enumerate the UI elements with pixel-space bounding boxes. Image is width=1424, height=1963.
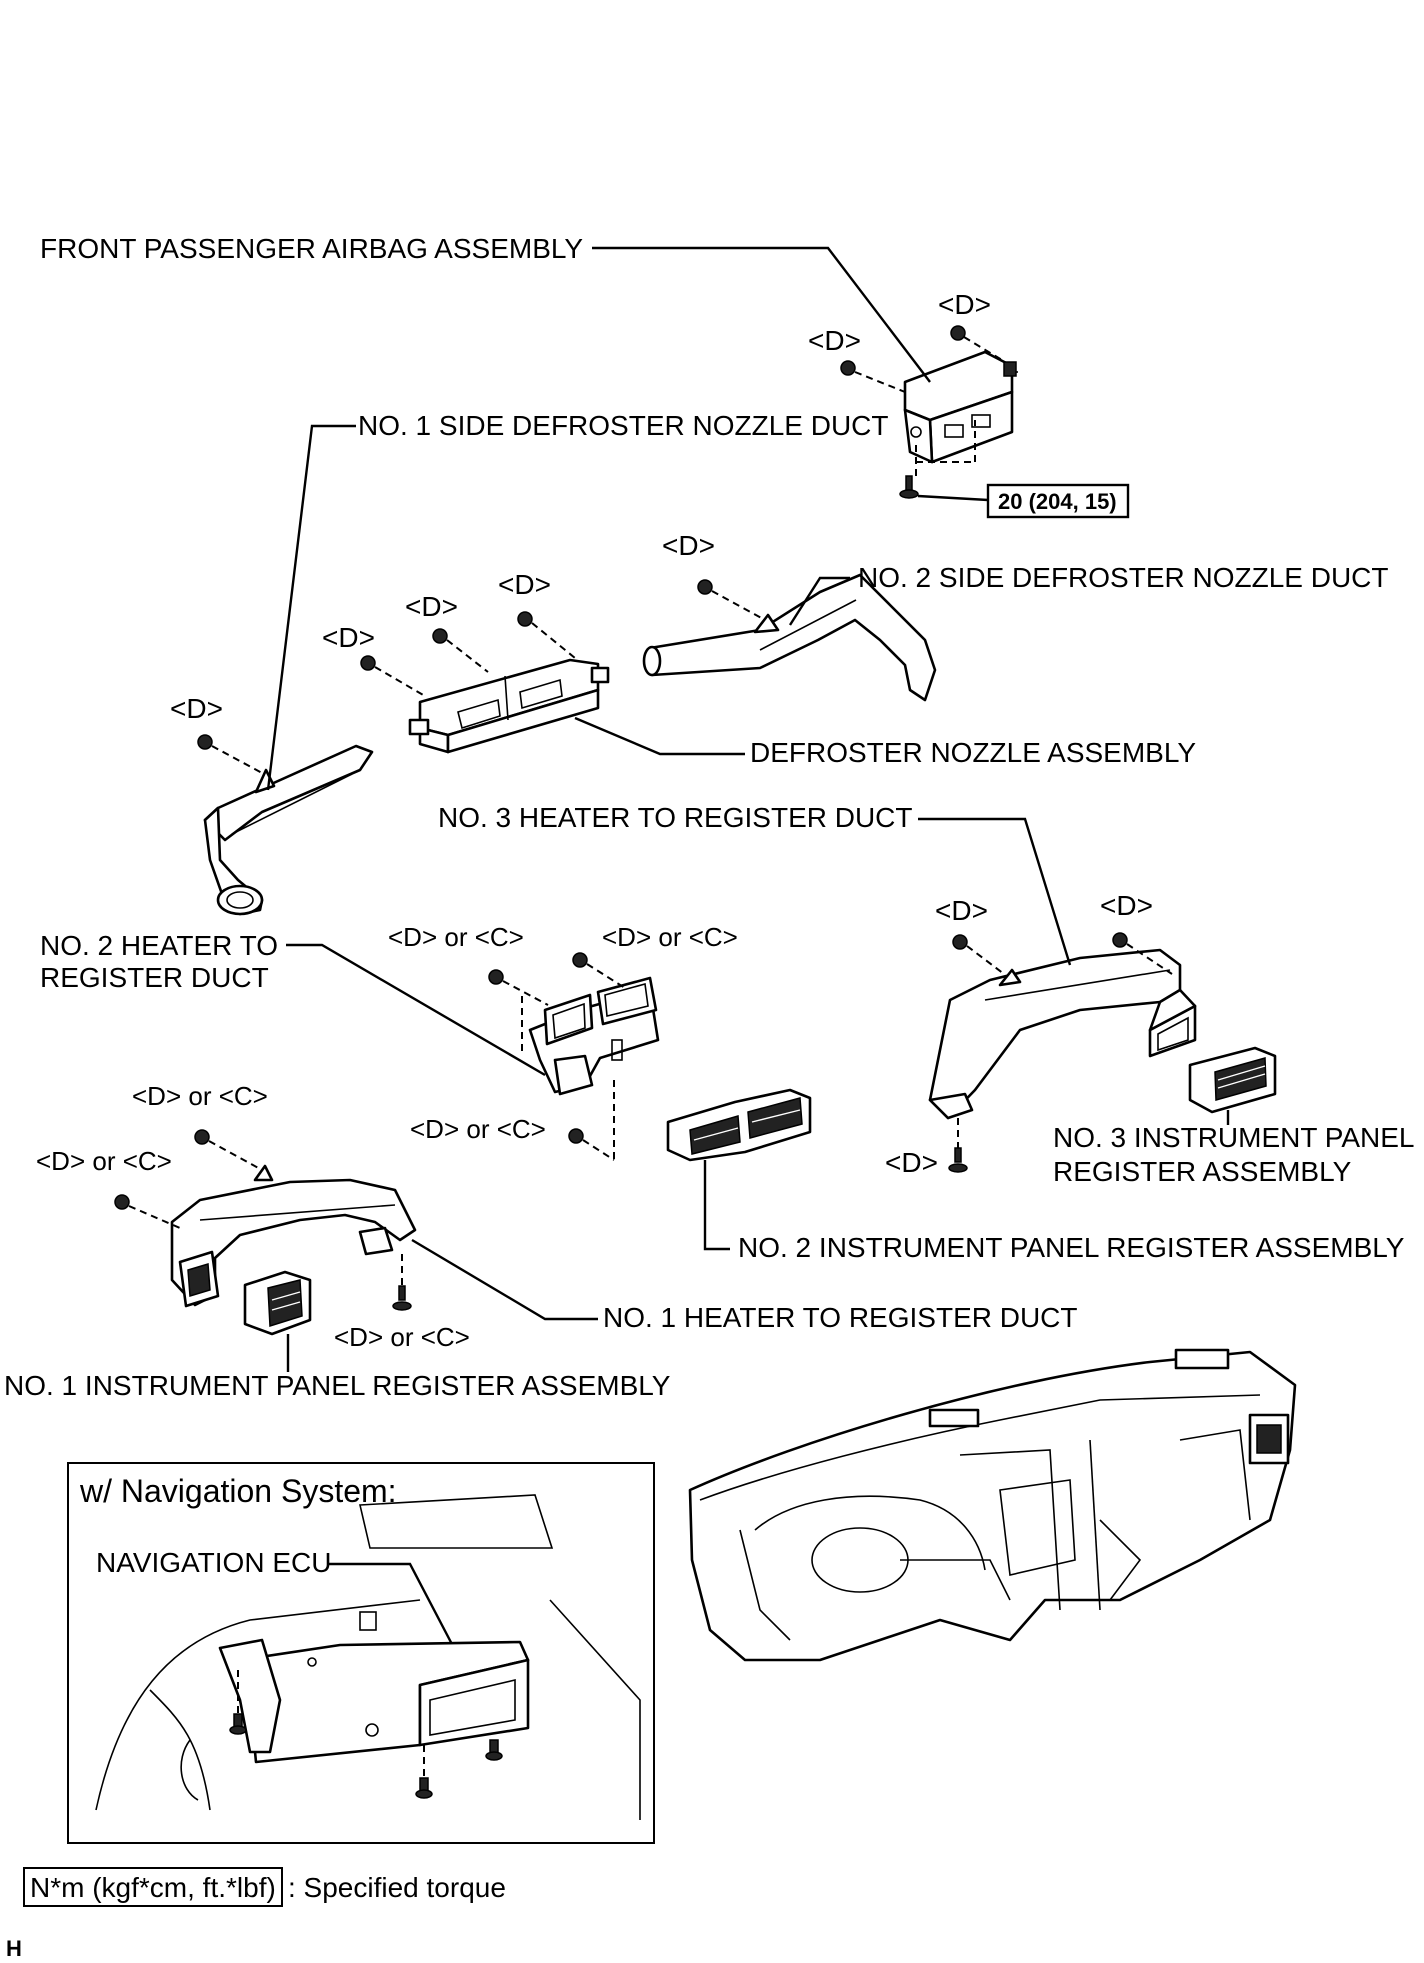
no2-heater-to-register-duct <box>528 976 660 1096</box>
no1-instrument-panel-register-assembly <box>243 1270 312 1336</box>
no1-heater-to-register-duct <box>170 1164 417 1308</box>
label-no3-register-line2: REGISTER ASSEMBLY <box>1053 1156 1352 1187</box>
airbag-bolt-top <box>950 325 1003 361</box>
no2-heater-duct-bolt-bottom <box>568 1080 615 1161</box>
airbag-bolt-bottom <box>899 420 976 499</box>
front-passenger-airbag-assembly <box>903 350 1018 464</box>
inset-title: w/ Navigation System: <box>79 1473 397 1509</box>
no1-side-defroster-nozzle-duct <box>203 744 374 916</box>
label-no1-register: NO. 1 INSTRUMENT PANEL REGISTER ASSEMBLY <box>4 1370 671 1401</box>
no1-heater-duct-bolt-bottom <box>392 1254 412 1311</box>
defroster-d-mark-left: <D> <box>322 622 375 653</box>
torque-legend: N*m (kgf*cm, ft.*lbf) : Specified torque <box>23 1867 506 1907</box>
no3-heater-to-register-duct <box>928 948 1197 1120</box>
label-no2-heater-duct-line2: REGISTER DUCT <box>40 962 269 993</box>
no2-heater-dc-mark-right: <D> or <C> <box>602 922 738 952</box>
no3-heater-duct-bolt-left <box>952 934 1005 975</box>
instrument-panel-overview <box>688 1348 1297 1662</box>
leader-no3-heater-duct <box>918 817 1072 966</box>
leader-no2-heater-duct <box>286 943 546 1077</box>
defroster-d-mark-right: <D> <box>498 569 551 600</box>
no2-side-defroster-nozzle-duct <box>642 573 937 702</box>
no1-side-defroster-d-mark: <D> <box>170 693 223 724</box>
airbag-torque-value: 20 (204, 15) <box>998 489 1117 514</box>
no2-heater-duct-bolt-top-left <box>488 969 549 1055</box>
no2-heater-dc-mark-left: <D> or <C> <box>388 922 524 952</box>
no2-side-defroster-bolt <box>697 579 766 621</box>
defroster-bolt-left <box>360 655 426 697</box>
no1-heater-dc-mark-bottom: <D> or <C> <box>334 1322 470 1352</box>
no3-heater-d-mark-bottom: <D> <box>885 1147 938 1178</box>
label-navigation-ecu: NAVIGATION ECU <box>96 1547 331 1578</box>
label-no2-heater-duct-line1: NO. 2 HEATER TO <box>40 930 278 961</box>
leader-no2-register <box>703 1160 730 1251</box>
no2-heater-dc-mark-bottom: <D> or <C> <box>410 1114 546 1144</box>
label-no2-side-defroster: NO. 2 SIDE DEFROSTER NOZZLE DUCT <box>858 562 1389 593</box>
no1-heater-dc-mark-top: <D> or <C> <box>132 1081 268 1111</box>
leader-navigation-ecu <box>328 1562 457 1651</box>
label-no1-side-defroster: NO. 1 SIDE DEFROSTER NOZZLE DUCT <box>358 410 889 441</box>
no2-instrument-panel-register-assembly <box>666 1088 812 1162</box>
defroster-d-mark-mid: <D> <box>405 591 458 622</box>
navigation-system-inset: w/ Navigation System: NAVIGATION ECU <box>67 1462 655 1844</box>
leader-no2-side-defroster <box>788 576 850 626</box>
no3-heater-d-mark-left: <D> <box>935 895 988 926</box>
no3-heater-duct-bolt-bottom <box>948 1118 968 1173</box>
no1-heater-dc-mark-left: <D> or <C> <box>36 1146 172 1176</box>
leader-no1-side-defroster <box>266 424 356 791</box>
no1-side-defroster-bolt <box>197 734 265 775</box>
no1-heater-duct-bolt-top <box>194 1129 263 1171</box>
no3-instrument-panel-register-assembly <box>1188 1046 1277 1114</box>
legend-description: : Specified torque <box>288 1872 506 1903</box>
footer-mark: H <box>6 1936 22 1961</box>
defroster-bolt-right <box>517 611 576 659</box>
legend-units: N*m (kgf*cm, ft.*lbf) <box>30 1872 276 1903</box>
label-no1-heater-duct: NO. 1 HEATER TO REGISTER DUCT <box>603 1302 1078 1333</box>
leader-no1-heater-duct <box>411 1238 598 1321</box>
airbag-bolt-left <box>840 360 906 393</box>
defroster-bolt-mid <box>432 628 489 673</box>
label-no2-register: NO. 2 INSTRUMENT PANEL REGISTER ASSEMBLY <box>738 1232 1405 1263</box>
leader-front-passenger-airbag <box>592 246 931 383</box>
leader-defroster-nozzle <box>574 716 745 756</box>
airbag-torque-callout: 20 (204, 15) <box>917 483 1130 519</box>
airbag-d-mark-left: <D> <box>808 325 861 356</box>
no1-heater-duct-bolt-left <box>114 1194 181 1229</box>
no3-heater-d-mark-right: <D> <box>1100 890 1153 921</box>
no2-side-defroster-d-mark: <D> <box>662 530 715 561</box>
label-no3-register-line1: NO. 3 INSTRUMENT PANEL <box>1053 1122 1414 1153</box>
defroster-nozzle-assembly <box>408 658 610 754</box>
label-front-passenger-airbag: FRONT PASSENGER AIRBAG ASSEMBLY <box>40 233 583 264</box>
label-no3-heater-duct: NO. 3 HEATER TO REGISTER DUCT <box>438 802 913 833</box>
airbag-d-mark-top: <D> <box>938 289 991 320</box>
no3-heater-duct-bolt-right <box>1112 932 1173 975</box>
no2-heater-duct-bolt-top-right <box>572 952 626 989</box>
label-defroster-nozzle: DEFROSTER NOZZLE ASSEMBLY <box>750 737 1196 768</box>
